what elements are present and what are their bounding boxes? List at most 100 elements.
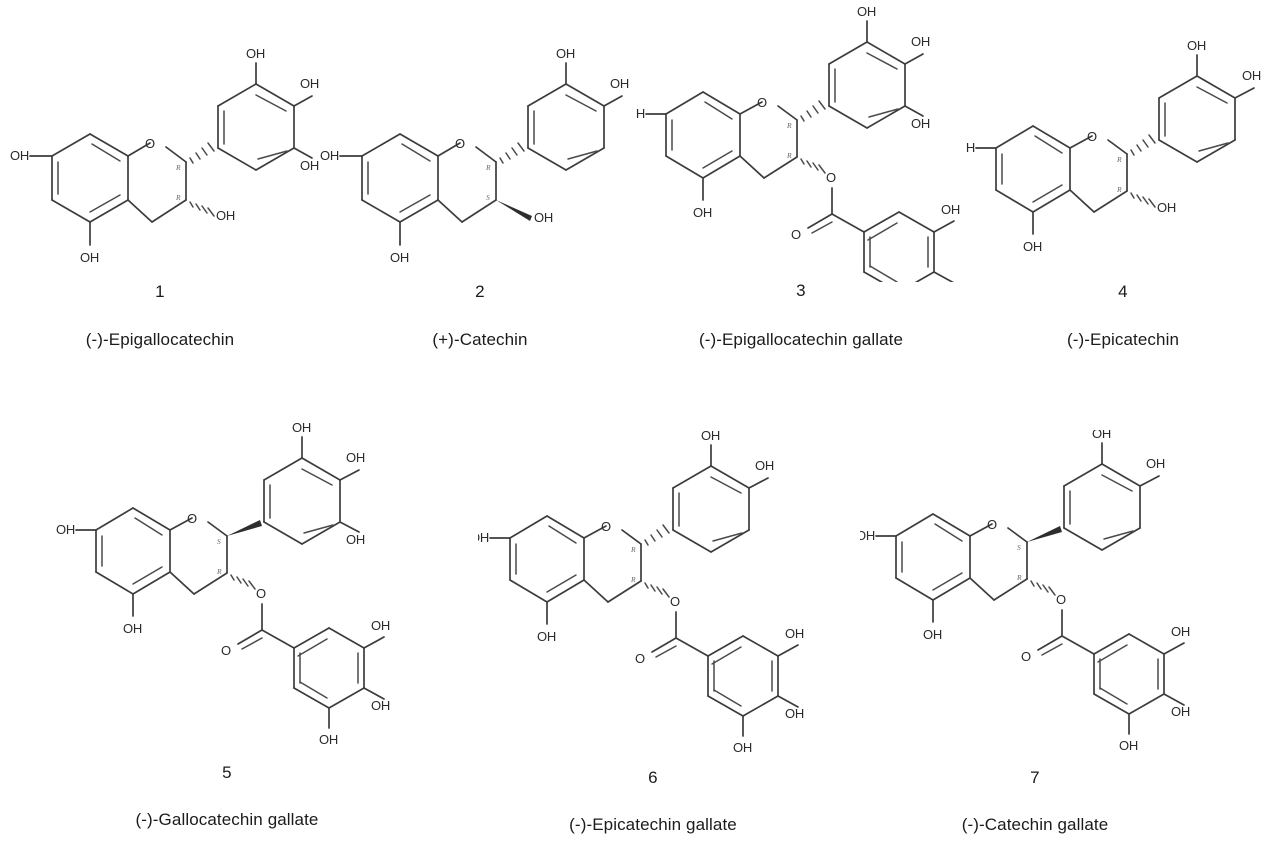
stereo-descriptor-c3: R bbox=[216, 567, 222, 576]
ether-oxygen-label: O bbox=[987, 517, 997, 532]
compound-number: 7 bbox=[1030, 768, 1040, 787]
chemical-structure-2: OH OH O OH R S bbox=[320, 46, 629, 265]
stereo-descriptor-c3: R bbox=[630, 575, 636, 584]
compound-number: 1 bbox=[155, 282, 165, 301]
hydroxyl-label: OH bbox=[346, 532, 365, 547]
hashed-bond-c3 bbox=[800, 158, 826, 174]
hydroxyl-label: OH bbox=[390, 250, 409, 265]
stereo-descriptor-c3: R bbox=[1116, 185, 1122, 194]
stereo-descriptor-c2: R bbox=[485, 163, 491, 172]
structure-panel-7: OH OH O S R O bbox=[860, 430, 1210, 850]
hydroxyl-label: OH bbox=[857, 4, 876, 19]
carbonyl-oxygen-label: O bbox=[1021, 649, 1031, 664]
compound-number: 3 bbox=[796, 281, 806, 300]
hashed-bond-c3 bbox=[1130, 192, 1156, 208]
chemical-structure-7: OH OH O S R O bbox=[860, 430, 1190, 753]
wedge-bond-c2 bbox=[1027, 526, 1062, 542]
hydroxyl-label: OH bbox=[534, 210, 553, 225]
stereo-descriptor-c2: R bbox=[786, 121, 792, 130]
stereo-descriptor-c2: S bbox=[217, 537, 221, 546]
hashed-bond-c2 bbox=[189, 142, 215, 164]
ester-oxygen-label: O bbox=[826, 170, 836, 185]
compound-name: (-)-Epigallocatechin bbox=[85, 330, 235, 349]
hydroxyl-label: OH bbox=[701, 430, 720, 443]
hydroxyl-label: OH bbox=[733, 740, 752, 755]
hydroxyl-label: OH bbox=[1146, 456, 1165, 471]
hydroxyl-label: OH bbox=[371, 618, 390, 633]
hydroxyl-label: OH bbox=[537, 629, 556, 644]
ether-oxygen-label: O bbox=[601, 519, 611, 534]
carbonyl-oxygen-label: O bbox=[635, 651, 645, 666]
hydroxyl-label: OH bbox=[123, 621, 142, 636]
compound-name: (-)-Catechin gallate bbox=[961, 815, 1109, 834]
ester-oxygen-label: O bbox=[670, 594, 680, 609]
hydroxyl-label: OH bbox=[80, 250, 99, 265]
compound-number: 6 bbox=[648, 768, 658, 787]
compound-name: (-)-Epicatechin bbox=[1066, 330, 1180, 349]
hydroxyl-label: OH bbox=[923, 627, 942, 642]
carbonyl-oxygen-label: O bbox=[791, 227, 801, 242]
hydroxyl-label: OH bbox=[371, 698, 390, 713]
hydroxyl-label: OH bbox=[1242, 68, 1261, 83]
stereo-descriptor-c3: R bbox=[175, 193, 181, 202]
structure-panel-2: OH OH O OH R S bbox=[320, 10, 640, 360]
compound-name: (-)-Gallocatechin gallate bbox=[135, 810, 319, 829]
stereo-descriptor-c3: R bbox=[786, 151, 792, 160]
stereo-descriptor-c3: R bbox=[1016, 573, 1022, 582]
hydroxyl-label: OH bbox=[56, 522, 75, 537]
hashed-bond-c2 bbox=[1130, 134, 1156, 156]
structure-panel-3: OH OH O R R O bbox=[636, 0, 966, 360]
chemical-structure-1: OH OH O OH bbox=[10, 46, 319, 265]
hydroxyl-label: OH bbox=[1171, 624, 1190, 639]
hydroxyl-label: OH bbox=[1119, 738, 1138, 753]
hydroxyl-label: OH bbox=[911, 116, 930, 131]
hydroxyl-label: OH bbox=[1157, 200, 1176, 215]
hydroxyl-label: OH bbox=[755, 458, 774, 473]
compound-number: 4 bbox=[1118, 282, 1128, 301]
hydroxyl-label: OH bbox=[478, 530, 489, 545]
ether-oxygen-label: O bbox=[455, 136, 465, 151]
hydroxyl-label: OH bbox=[320, 148, 339, 163]
hydroxyl-label: OH bbox=[10, 148, 29, 163]
hydroxyl-label: OH bbox=[319, 732, 338, 747]
ether-oxygen-label: O bbox=[187, 511, 197, 526]
stereo-descriptor-c2: R bbox=[1116, 155, 1122, 164]
stereo-descriptor-c2: R bbox=[630, 545, 636, 554]
hashed-bond-c2 bbox=[644, 524, 670, 546]
chemical-structure-4: OH OH O OH R R bbox=[966, 38, 1261, 254]
hashed-bond-c3 bbox=[189, 201, 215, 217]
stereo-descriptor-c3: S bbox=[486, 193, 490, 202]
wedge-bond-c2 bbox=[227, 520, 262, 536]
structure-panel-4: OH OH O OH R R bbox=[966, 20, 1280, 360]
hashed-bond-c2 bbox=[800, 100, 826, 122]
chemical-structure-5: OH OH O S R O bbox=[56, 420, 390, 747]
structure-panel-5: OH OH O S R O bbox=[52, 420, 402, 850]
chemical-structure-6: OH OH O R R O bbox=[478, 430, 804, 755]
compound-name: (-)-Epigallocatechin gallate bbox=[698, 330, 904, 349]
compound-name: (+)-Catechin bbox=[432, 330, 528, 349]
hydroxyl-label: OH bbox=[246, 46, 265, 61]
stereo-descriptor-c2: R bbox=[175, 163, 181, 172]
wedge-bond-c3 bbox=[496, 200, 532, 221]
hydroxyl-label: OH bbox=[610, 76, 629, 91]
hydroxyl-label: OH bbox=[1171, 704, 1190, 719]
compound-number: 2 bbox=[475, 282, 485, 301]
compound-number: 5 bbox=[222, 763, 232, 782]
hydroxyl-label: OH bbox=[300, 158, 319, 173]
hydroxyl-label: OH bbox=[1092, 430, 1111, 441]
hydroxyl-label: OH bbox=[911, 34, 930, 49]
hydroxyl-label: OH bbox=[966, 140, 975, 155]
hydroxyl-label: OH bbox=[292, 420, 311, 435]
stereo-descriptor-c2: S bbox=[1017, 543, 1021, 552]
hashed-bond-c3 bbox=[1030, 580, 1056, 596]
hashed-bond-c2 bbox=[499, 142, 525, 164]
hydroxyl-label: OH bbox=[300, 76, 319, 91]
hydroxyl-label: OH bbox=[636, 106, 645, 121]
compound-name: (-)-Epicatechin gallate bbox=[569, 815, 737, 834]
ether-oxygen-label: O bbox=[757, 95, 767, 110]
hashed-bond-c3 bbox=[644, 582, 670, 598]
hydroxyl-label: OH bbox=[216, 208, 235, 223]
ester-oxygen-label: O bbox=[1056, 592, 1066, 607]
hydroxyl-label: OH bbox=[941, 202, 960, 217]
hydroxyl-label: OH bbox=[860, 528, 875, 543]
